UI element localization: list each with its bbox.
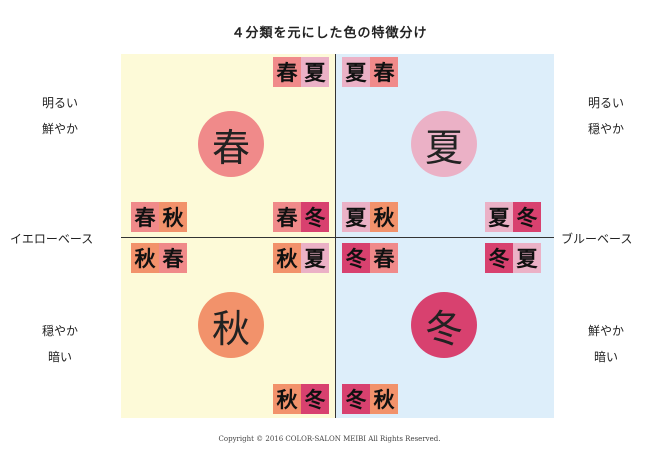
- tile-winter-summer: 冬 夏: [485, 243, 541, 273]
- vertical-axis-line: [335, 54, 336, 418]
- tile-summer-autumn-b: 秋: [370, 202, 398, 232]
- tile-winter-autumn-a: 冬: [342, 384, 370, 414]
- left-top-line-1: 明るい: [41, 96, 78, 110]
- tile-summer-spring-b: 春: [370, 57, 398, 87]
- tile-autumn-summer: 秋 夏: [273, 243, 329, 273]
- tile-winter-spring-b: 春: [370, 243, 398, 273]
- right-bottom-line-1: 鮮やか: [587, 324, 624, 338]
- diagram-title: ４分類を元にした色の特徴分け: [231, 26, 428, 41]
- tile-spring-autumn-a: 春: [131, 202, 159, 232]
- tile-autumn-summer-b: 夏: [301, 243, 329, 273]
- tile-autumn-winter-b: 冬: [301, 384, 329, 414]
- left-top-descriptor: 明るい 鮮やか: [30, 90, 90, 142]
- tile-summer-winter: 夏 冬: [485, 202, 541, 232]
- tile-spring-summer: 春 夏: [273, 57, 329, 87]
- tile-winter-autumn-b: 秋: [370, 384, 398, 414]
- tile-summer-autumn-a: 夏: [342, 202, 370, 232]
- axis-label-blue-base: ブルーベース: [561, 232, 633, 246]
- tile-winter-spring-a: 冬: [342, 243, 370, 273]
- yellow-base-area: [121, 54, 335, 418]
- tile-winter-summer-b: 夏: [513, 243, 541, 273]
- tile-summer-spring-a: 夏: [342, 57, 370, 87]
- right-bottom-descriptor: 鮮やか 暗い: [576, 318, 636, 370]
- tile-autumn-spring-a: 秋: [131, 243, 159, 273]
- tile-winter-spring: 冬 春: [342, 243, 398, 273]
- horizontal-axis-line: [121, 237, 554, 238]
- tile-spring-winter: 春 冬: [273, 202, 329, 232]
- left-top-line-2: 鮮やか: [41, 122, 78, 136]
- left-bottom-descriptor: 穏やか 暗い: [30, 318, 90, 370]
- summer-circle: 夏: [411, 111, 477, 177]
- autumn-circle: 秋: [198, 292, 264, 358]
- tile-autumn-summer-a: 秋: [273, 243, 301, 273]
- right-top-line-1: 明るい: [587, 96, 624, 110]
- tile-spring-winter-a: 春: [273, 202, 301, 232]
- copyright-notice: Copyright © 2016 COLOR-SALON MEIBI All R…: [218, 435, 441, 443]
- left-bottom-line-2: 暗い: [47, 350, 72, 364]
- tile-spring-summer-b: 夏: [301, 57, 329, 87]
- tile-summer-winter-a: 夏: [485, 202, 513, 232]
- tile-autumn-winter: 秋 冬: [273, 384, 329, 414]
- tile-summer-spring: 夏 春: [342, 57, 398, 87]
- tile-autumn-winter-a: 秋: [273, 384, 301, 414]
- tile-summer-autumn: 夏 秋: [342, 202, 398, 232]
- axis-label-yellow-base: イエローベース: [10, 232, 94, 246]
- left-bottom-line-1: 穏やか: [41, 324, 78, 338]
- tile-spring-summer-a: 春: [273, 57, 301, 87]
- tile-summer-winter-b: 冬: [513, 202, 541, 232]
- tile-spring-autumn: 春 秋: [131, 202, 187, 232]
- tile-winter-summer-a: 冬: [485, 243, 513, 273]
- tile-spring-autumn-b: 秋: [159, 202, 187, 232]
- tile-winter-autumn: 冬 秋: [342, 384, 398, 414]
- tile-spring-winter-b: 冬: [301, 202, 329, 232]
- right-top-descriptor: 明るい 穏やか: [576, 90, 636, 142]
- blue-base-area: [335, 54, 554, 418]
- right-bottom-line-2: 暗い: [593, 350, 618, 364]
- right-top-line-2: 穏やか: [587, 122, 624, 136]
- tile-autumn-spring-b: 春: [159, 243, 187, 273]
- spring-circle: 春: [198, 111, 264, 177]
- tile-autumn-spring: 秋 春: [131, 243, 187, 273]
- winter-circle: 冬: [411, 292, 477, 358]
